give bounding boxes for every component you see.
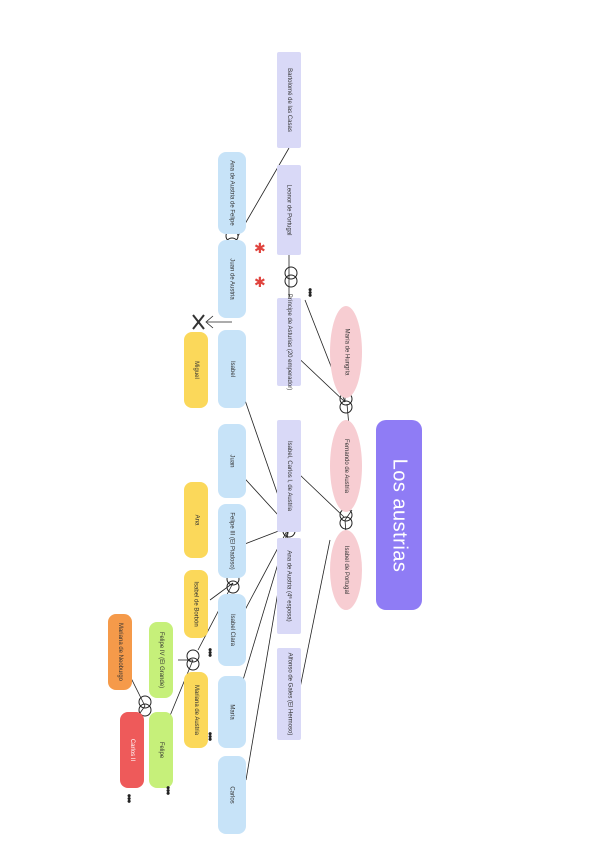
node-isabel-borbon: Isabel de Borbón [184,570,208,638]
node-isabel-carlos: Isabel, Carlos I, de Austria [277,420,301,532]
more-children-marker: ••• [203,647,216,657]
node-felipe3: Felipe III (El Piadoso) [218,504,246,578]
more-children-marker: ••• [303,287,316,297]
node-juan-austria: Juan de Austria [218,240,246,318]
node-maria: María [218,676,246,748]
node-carlos: Carlos [218,756,246,834]
node-carlos2: Carlos II [120,712,144,788]
node-isabel-clara: Isabel Clara [218,594,246,666]
node-leonor: Leonor de Portugal [277,165,301,255]
node-juana-aragon: Ana de Austria (4ª esposa) [277,538,301,634]
node-felipe: Felipe [149,712,173,788]
node-juan: Juan [218,424,246,498]
page-title: Los austrias [388,458,411,572]
node-miguel: Miguel [184,332,208,408]
node-isabel-portugal: Isabel de Portugal [330,530,362,610]
node-felipe4: Felipe IV (El Grande) [149,622,173,698]
title-banner: Los austrias [376,420,422,610]
node-isabel-g: Isabel [218,330,246,408]
star-marker: ✱ [254,240,266,256]
node-alfonso-ana: Ana de Austria de Felipe [218,152,246,234]
more-children-marker: ••• [122,793,135,803]
node-alfonso-gales: Alfonso de Gales (El Hermoso) [277,648,301,740]
node-bartolome: Bartolomé de las Casas [277,52,301,148]
node-ana: Ana [184,482,208,558]
node-principe: Príncipe de Asturias (20 emperador) [277,294,301,390]
node-maria-hungria: María de Hungría [330,306,362,398]
node-mariana-neoburgo: Mariana de Neoburgo [108,614,132,690]
node-mariana-austria: Mariana de Austria [184,672,208,748]
star-marker: ✱ [254,274,266,290]
more-children-marker: ••• [203,731,216,741]
node-fernando: Fernando de Austria [330,420,362,512]
more-children-marker: ••• [161,785,174,795]
